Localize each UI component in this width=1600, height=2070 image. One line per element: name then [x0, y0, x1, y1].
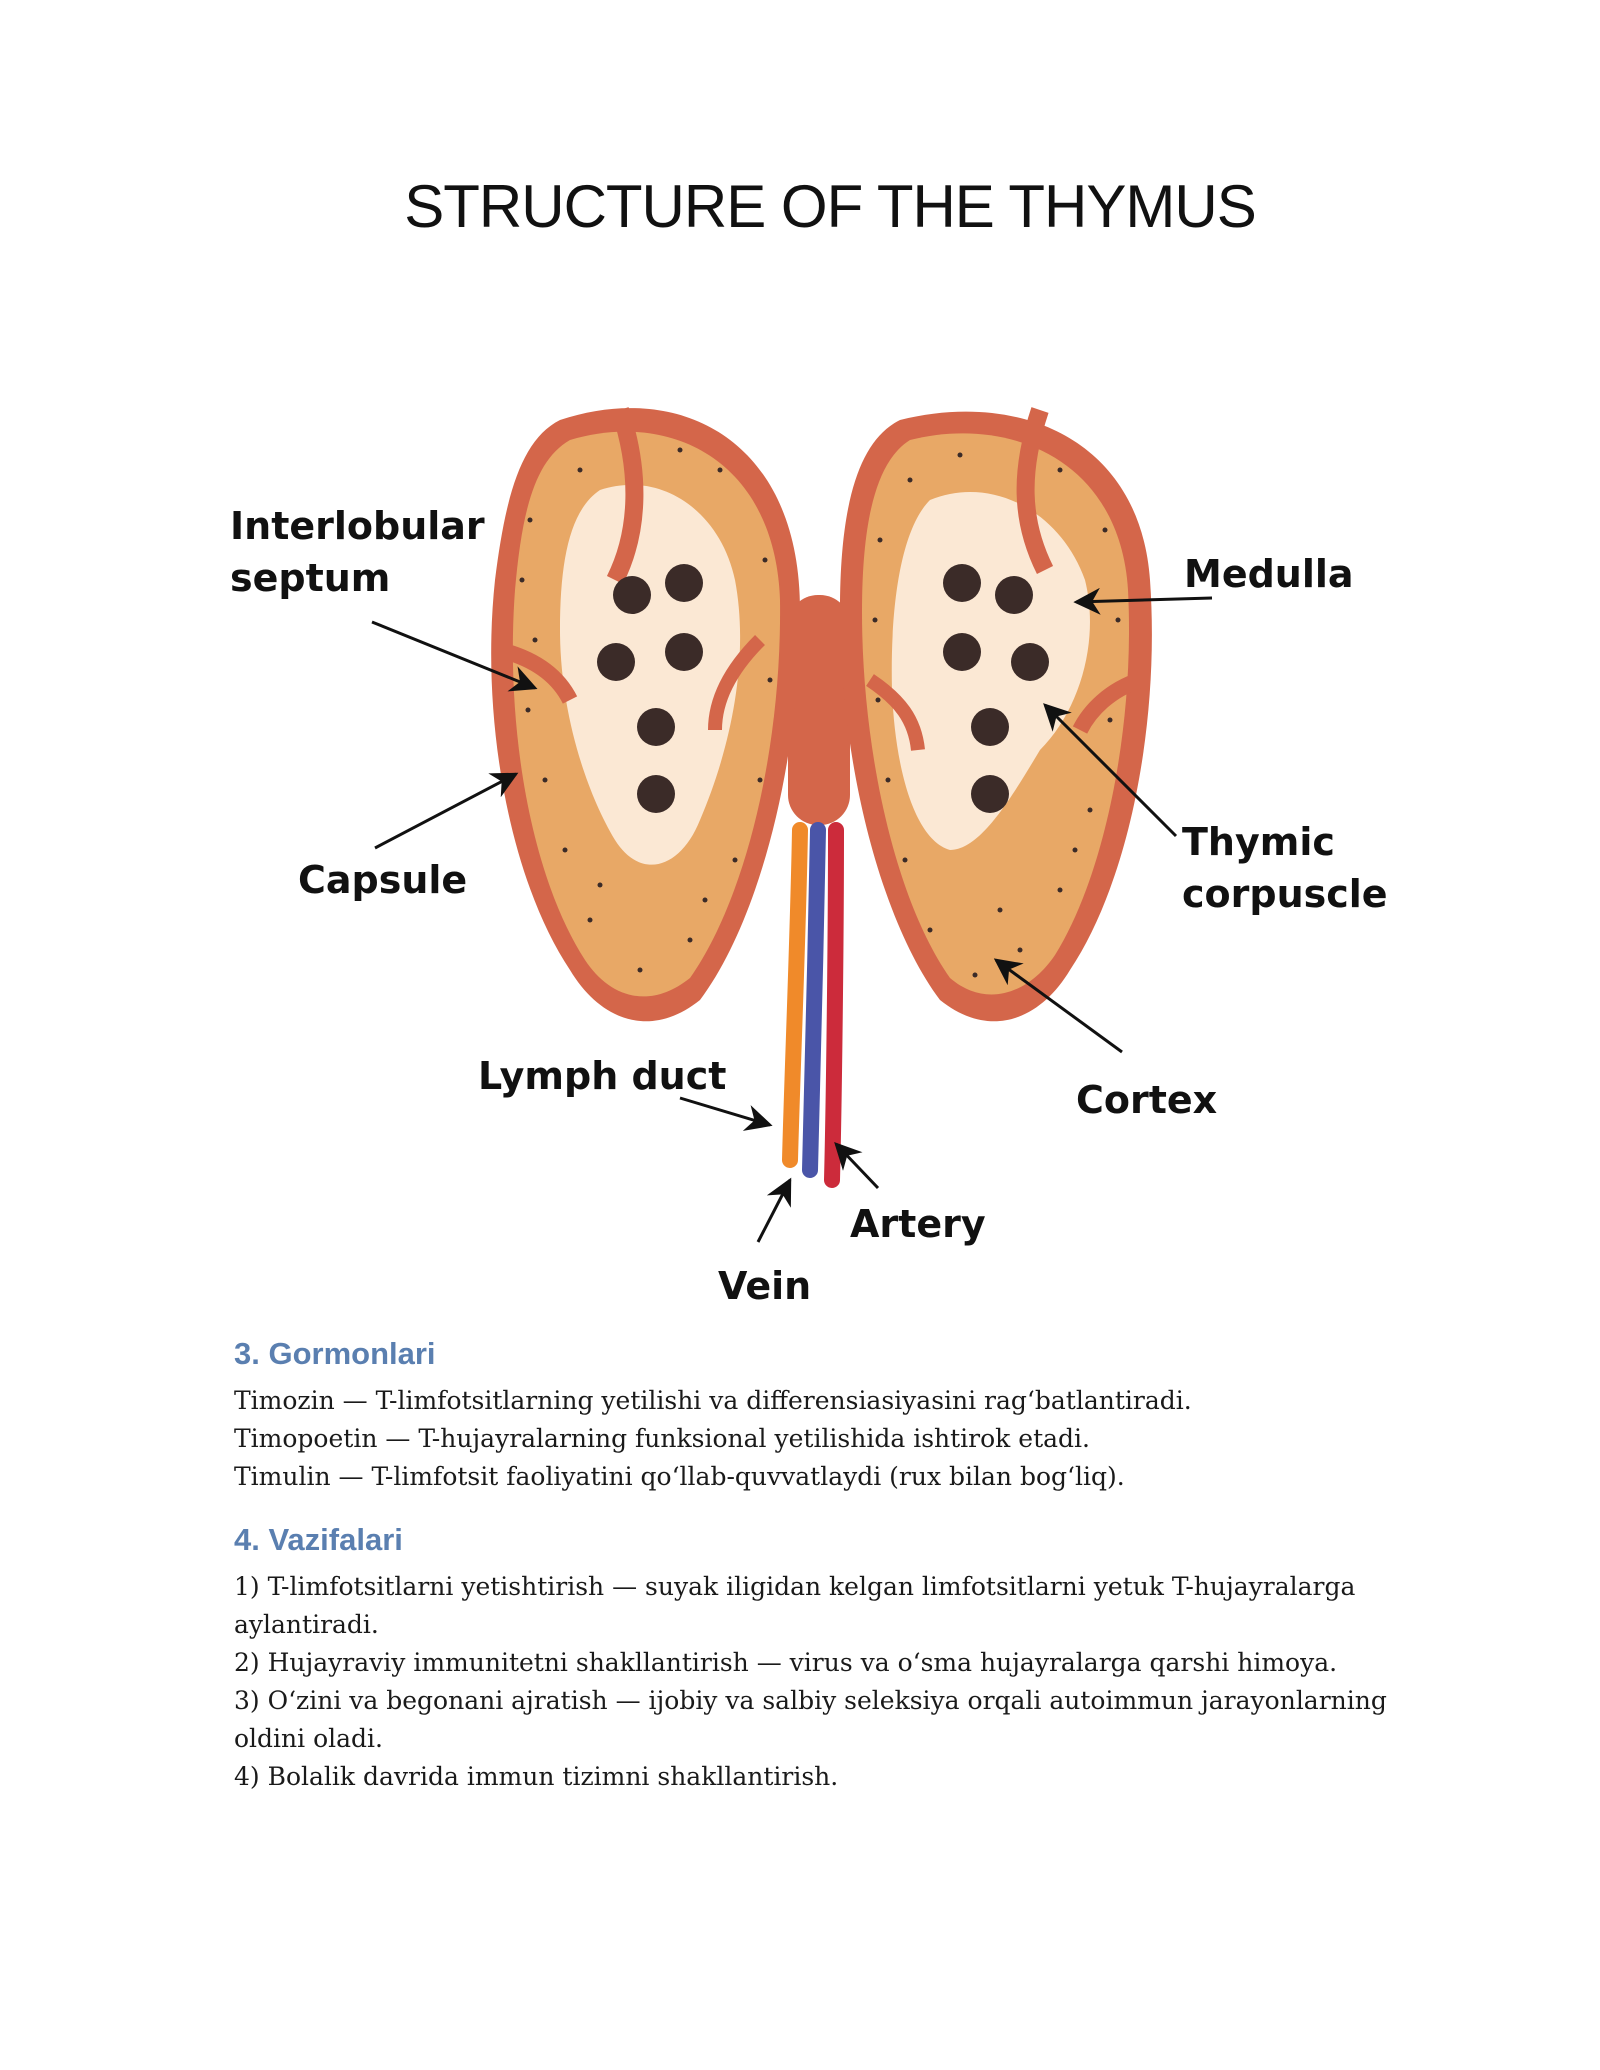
- section-heading: 3. Gormonlari: [234, 1336, 436, 1371]
- page-title: STRUCTURE OF THE THYMUS: [404, 173, 1256, 240]
- thymic-corpuscle: [613, 576, 651, 614]
- vein-vessel: [802, 822, 826, 1178]
- lymph-duct-vessel: [782, 822, 808, 1168]
- label-lymph-duct: Lymph duct: [478, 1054, 727, 1098]
- thymic-corpuscle: [665, 564, 703, 602]
- right-septum: [1016, 407, 1054, 575]
- left-septum-3: [708, 635, 765, 731]
- text-line: Timopoetin — T-hujayralarning funksional…: [234, 1424, 1090, 1453]
- corpuscle-arrow: [1043, 703, 1178, 838]
- section-heading: 4. Vazifalari: [234, 1522, 403, 1557]
- thymic-corpuscle: [943, 564, 981, 602]
- thymic-corpuscle: [995, 576, 1033, 614]
- left-septum: [606, 407, 644, 585]
- left-lobe: [491, 407, 800, 1022]
- text-line: 4) Bolalik davrida immun tizimni shaklla…: [234, 1762, 839, 1791]
- label-capsule: Capsule: [298, 858, 468, 902]
- vein-arrow: [756, 1177, 792, 1243]
- right-lobe: [840, 407, 1152, 1022]
- thymic-corpuscle: [637, 775, 675, 813]
- text-line: Timozin — T-limfotsitlarning yetilishi v…: [234, 1386, 1192, 1415]
- thymic-corpuscle: [637, 708, 675, 746]
- label-artery: Artery: [850, 1202, 986, 1246]
- text-line: Timulin — T-limfotsit faoliyatini qo‘lla…: [234, 1462, 1125, 1491]
- lymph-duct-arrow: [679, 1096, 773, 1131]
- label-medulla: Medulla: [1184, 552, 1354, 596]
- artery-arrow: [834, 1142, 880, 1190]
- label-interlobular-septum: Interlobular septum: [230, 504, 485, 600]
- right-septum-2: [1072, 672, 1143, 734]
- label-vein: Vein: [718, 1264, 812, 1308]
- thymus-diagram: [371, 407, 1213, 1243]
- left-septum-2: [497, 642, 578, 704]
- text-line: 3) O‘zini va begonani ajratish — ijobiy …: [234, 1686, 1387, 1753]
- capsule-arrow: [374, 772, 519, 850]
- thymic-corpuscle: [971, 775, 1009, 813]
- label-cortex: Cortex: [1076, 1078, 1218, 1122]
- isthmus: [788, 595, 850, 825]
- thymic-corpuscle: [1011, 643, 1049, 681]
- cortex-arrow: [993, 958, 1123, 1054]
- cortex-dots: [519, 447, 1121, 978]
- thymic-corpuscle: [971, 708, 1009, 746]
- artery-vessel: [824, 822, 844, 1188]
- septum-arrow: [371, 620, 538, 692]
- text-line: 1) T-limfotsitlarni yetishtirish — suyak…: [234, 1572, 1356, 1639]
- right-septum-3: [866, 674, 925, 751]
- medulla-arrow: [1073, 587, 1213, 615]
- thymic-corpuscle: [597, 643, 635, 681]
- thymic-corpuscle: [665, 633, 703, 671]
- thymic-corpuscle: [943, 633, 981, 671]
- right-medulla: [891, 491, 1090, 850]
- label-thymic-corpuscle: Thymic corpuscle: [1182, 820, 1388, 916]
- section-gormonlari: 3. Gormonlari Timozin — T-limfotsitlarni…: [234, 1336, 1414, 1496]
- text-line: 2) Hujayraviy immunitetni shakllantirish…: [234, 1648, 1338, 1677]
- section-vazifalari: 4. Vazifalari 1) T-limfotsitlarni yetish…: [234, 1522, 1414, 1796]
